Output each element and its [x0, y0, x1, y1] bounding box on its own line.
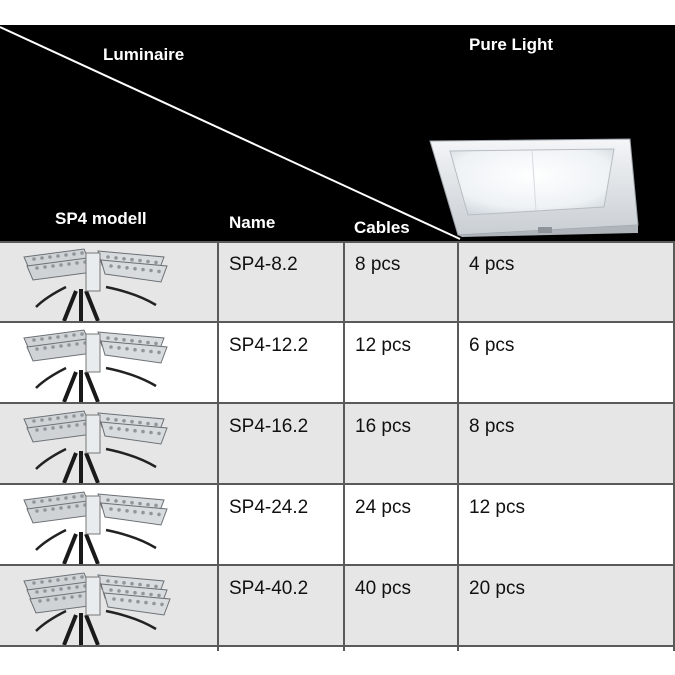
column-divider	[673, 241, 675, 651]
table-header: Luminaire Pure Light SP4 modell Name Cab…	[0, 25, 675, 241]
table-row: SP4-40.2 40 pcs 20 pcs	[0, 565, 675, 646]
table-row: SP4-24.2 24 pcs 12 pcs	[0, 484, 675, 565]
row-divider	[0, 321, 675, 323]
row-divider	[0, 483, 675, 485]
cables-cell-text: 24 pcs	[355, 497, 411, 518]
pure-light-cell-text: 8 pcs	[469, 416, 515, 437]
column-divider	[217, 241, 219, 651]
name-cell: SP4-12.2	[218, 322, 344, 403]
pure-light-header: Pure Light	[469, 35, 554, 54]
sp4-fixture-image	[23, 572, 171, 645]
name-cell: SP4-16.2	[218, 403, 344, 484]
pure-light-cell-text: 4 pcs	[469, 254, 515, 275]
name-header: Name	[229, 213, 276, 232]
column-divider	[457, 241, 459, 651]
model-image-cell	[0, 484, 218, 565]
cables-cell: 8 pcs	[344, 241, 458, 322]
row-divider	[0, 564, 675, 566]
name-cell-text: SP4-40.2	[229, 578, 309, 599]
table-row: SP4-8.2 8 pcs 4 pcs	[0, 241, 675, 322]
row-divider	[0, 402, 675, 404]
model-image-cell	[0, 403, 218, 484]
cables-header: Cables	[354, 218, 410, 237]
cables-cell: 24 pcs	[344, 484, 458, 565]
cables-cell-text: 12 pcs	[355, 335, 411, 356]
pure-light-cell: 6 pcs	[458, 322, 675, 403]
model-image-cell	[0, 241, 218, 322]
pure-light-cell: 12 pcs	[458, 484, 675, 565]
pure-light-cell-text: 6 pcs	[469, 335, 515, 356]
model-image-cell	[0, 322, 218, 403]
cables-cell: 40 pcs	[344, 565, 458, 646]
column-divider	[343, 241, 345, 651]
pure-light-cell-text: 20 pcs	[469, 578, 525, 599]
name-cell-text: SP4-8.2	[229, 254, 298, 275]
name-cell: SP4-8.2	[218, 241, 344, 322]
sp4-fixture-image	[23, 248, 168, 321]
pure-light-cell: 20 pcs	[458, 565, 675, 646]
sp4-fixture-image	[23, 491, 168, 564]
model-image-cell	[0, 565, 218, 646]
row-divider	[0, 241, 675, 243]
sp4-fixture-image	[23, 329, 168, 402]
luminaire-table: Luminaire Pure Light SP4 modell Name Cab…	[0, 25, 675, 651]
cables-cell-text: 8 pcs	[355, 254, 401, 275]
cables-cell-text: 40 pcs	[355, 578, 411, 599]
pure-light-cell-text: 12 pcs	[469, 497, 525, 518]
sp4-fixture-image	[23, 410, 168, 483]
row-divider	[0, 645, 675, 647]
name-cell-text: SP4-16.2	[229, 416, 309, 437]
table-row: SP4-12.2 12 pcs 6 pcs	[0, 322, 675, 403]
pure-light-cell: 8 pcs	[458, 403, 675, 484]
cables-cell: 12 pcs	[344, 322, 458, 403]
luminaire-header: Luminaire	[103, 45, 185, 64]
name-cell-text: SP4-24.2	[229, 497, 309, 518]
name-cell: SP4-24.2	[218, 484, 344, 565]
name-cell-text: SP4-12.2	[229, 335, 309, 356]
cables-cell-text: 16 pcs	[355, 416, 411, 437]
header-diagonal-divider	[0, 26, 461, 240]
model-header: SP4 modell	[55, 209, 147, 228]
cables-cell: 16 pcs	[344, 403, 458, 484]
pure-light-fixture-image	[429, 138, 639, 237]
table-row: SP4-16.2 16 pcs 8 pcs	[0, 403, 675, 484]
pure-light-cell: 4 pcs	[458, 241, 675, 322]
name-cell: SP4-40.2	[218, 565, 344, 646]
